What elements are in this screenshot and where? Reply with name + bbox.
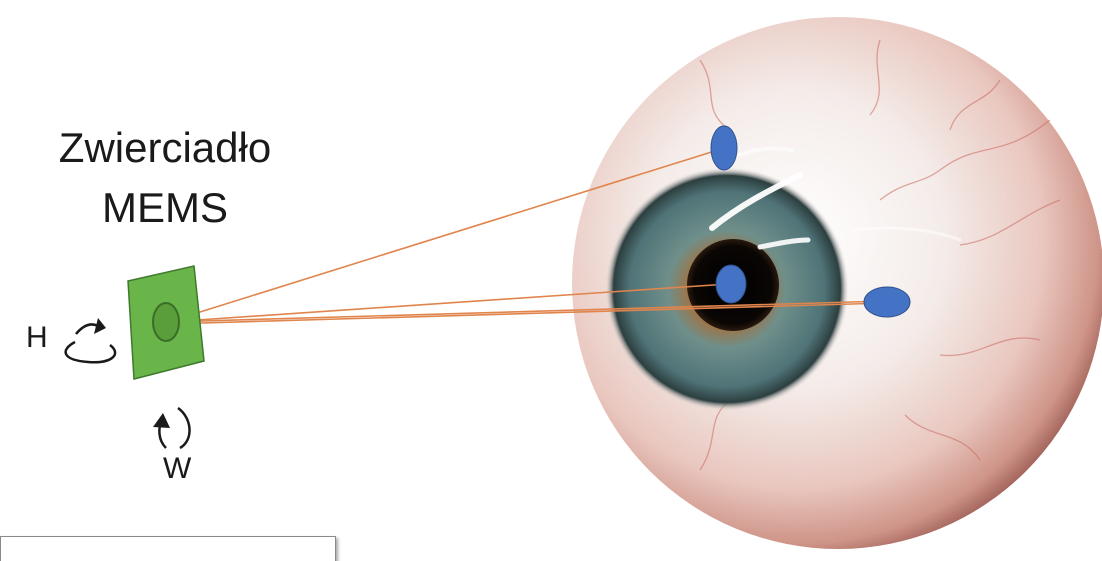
mirror-center <box>153 303 179 341</box>
mems-mirror <box>128 266 204 379</box>
eyeball <box>572 17 1102 549</box>
spot-top <box>711 126 737 170</box>
spot-right <box>864 287 910 317</box>
rotate-vertical-icon <box>153 408 190 448</box>
vertical-axis-label: W <box>163 454 191 484</box>
mirror-title: Zwierciadło MEMS <box>40 118 290 238</box>
horizontal-axis-label: H <box>26 323 48 353</box>
spot-pupil <box>716 265 746 303</box>
title-line-2: MEMS <box>40 178 290 238</box>
rotate-horizontal-icon <box>66 318 115 362</box>
title-line-1: Zwierciadło <box>40 118 290 178</box>
caption-box <box>0 536 336 561</box>
